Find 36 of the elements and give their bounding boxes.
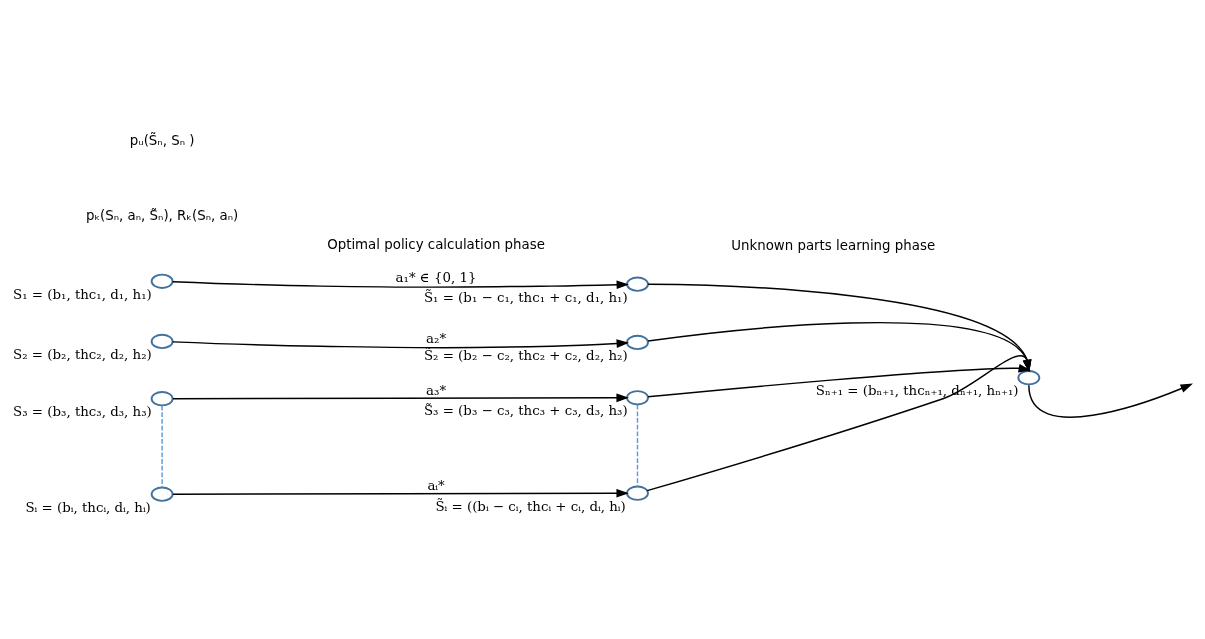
node-circle — [1017, 370, 1041, 386]
connector — [161, 404, 163, 489]
label: Unknown parts learning phase — [731, 238, 936, 254]
arrow — [646, 355, 1032, 492]
arrow — [647, 363, 1031, 398]
edge-label: a₃* — [426, 383, 447, 399]
label: pₖ(Sₙ, aₙ, S̃ₙ), Rₖ(Sₙ, aₙ) — [85, 207, 239, 223]
arrow — [172, 488, 629, 498]
node-circle — [626, 334, 649, 351]
arrow — [172, 393, 629, 403]
arrow — [171, 339, 629, 349]
edge-label: aᵢ* — [427, 477, 445, 493]
label: Optimal policy calculation phase — [327, 236, 545, 252]
connector — [636, 404, 639, 488]
node-label: S₁ = (b₁, thc₁, d₁, h₁) — [13, 286, 152, 302]
node-label: S̃ᵢ = ((bᵢ − cᵢ, thcᵢ + cᵢ, dᵢ, hᵢ) — [435, 498, 626, 514]
node-label: S₂ = (b₂, thc₂, d₂, h₂) — [13, 346, 152, 362]
arrow — [647, 283, 1032, 373]
node-circle — [150, 486, 174, 502]
node-circle — [626, 390, 649, 406]
node-circle — [150, 273, 174, 289]
node-label: S̃₃ = (b₃ − c₃, thc₃ + c₃, d₃, h₃) — [423, 403, 628, 419]
arrow — [647, 322, 1032, 373]
node-circle — [150, 333, 174, 350]
node-label: S₃ = (b₃, thc₃, d₃, h₃) — [13, 404, 152, 420]
node-label: S̃₁ = (b₁ − c₁, thc₁ + c₁, d₁, h₁) — [423, 289, 628, 305]
arrow — [1028, 383, 1193, 418]
node-circle — [626, 485, 649, 501]
edge-label: a₁* ∈ {0, 1} — [395, 270, 477, 286]
label: pᵤ(S̃ₙ, Sₙ ) — [129, 132, 195, 148]
arrow — [171, 280, 629, 290]
node-label: S̃₂ = (b₂ − c₂, thc₂ + c₂, d₂, h₂) — [423, 347, 628, 363]
node-circle — [626, 276, 649, 292]
edge-label: a₂* — [426, 330, 447, 346]
node-circle — [150, 391, 174, 407]
node-label: Sᵢ = (bᵢ, thcᵢ, dᵢ, hᵢ) — [25, 499, 151, 515]
